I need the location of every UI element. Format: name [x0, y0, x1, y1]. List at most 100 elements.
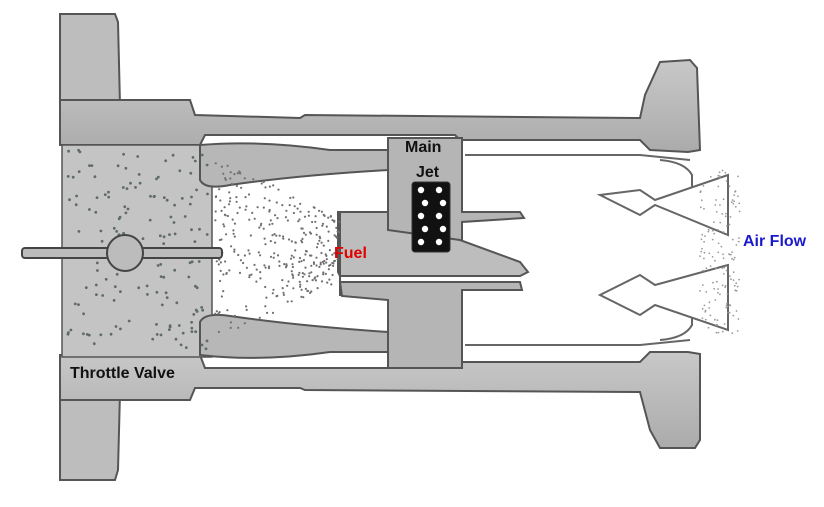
- fuel-droplet: [159, 333, 163, 337]
- fuel-droplet: [164, 159, 168, 163]
- fuel-droplet: [329, 215, 332, 218]
- air-particle: [732, 279, 735, 281]
- fuel-droplet: [294, 241, 297, 244]
- air-particle: [700, 250, 703, 253]
- fuel-droplet: [137, 173, 141, 176]
- air-particle: [719, 293, 721, 296]
- air-particle: [733, 200, 735, 203]
- fuel-droplet: [263, 237, 266, 240]
- fuel-droplet: [217, 330, 220, 333]
- fuel-droplet: [264, 285, 267, 289]
- fuel-droplet: [325, 258, 328, 261]
- air-particle: [721, 169, 724, 172]
- fuel-droplet: [165, 198, 169, 202]
- fuel-droplet: [292, 196, 295, 199]
- air-particle: [719, 177, 721, 179]
- fuel-droplet: [229, 197, 232, 200]
- fuel-droplet: [247, 193, 251, 196]
- jet-orifice-dot: [417, 238, 425, 246]
- fuel-droplet: [205, 339, 209, 343]
- fuel-droplet: [155, 177, 158, 181]
- fuel-droplet: [331, 261, 334, 265]
- venturi-upper-lip: [199, 142, 389, 188]
- jet-orifice-dot: [435, 186, 443, 194]
- fuel-droplet: [325, 225, 328, 228]
- fuel-droplet: [253, 263, 256, 266]
- fuel-droplet: [258, 226, 261, 229]
- fuel-droplet: [316, 287, 319, 290]
- fuel-droplet: [127, 319, 131, 323]
- fuel-droplet: [71, 175, 75, 179]
- fuel-droplet: [329, 263, 332, 266]
- fuel-droplet: [276, 254, 280, 257]
- air-particle: [733, 284, 736, 287]
- jet-orifice-dot: [421, 199, 429, 207]
- fuel-droplet: [304, 233, 307, 236]
- fuel-droplet: [113, 285, 117, 288]
- jet-orifice-dot: [439, 225, 447, 233]
- fuel-droplet: [259, 224, 262, 227]
- fuel-droplet: [204, 347, 208, 351]
- fuel-droplet: [66, 175, 70, 178]
- fuel-droplet: [219, 199, 222, 202]
- fuel-droplet: [291, 273, 294, 276]
- air-particle: [723, 323, 726, 325]
- fuel-droplet: [158, 234, 162, 238]
- fuel-droplet: [225, 272, 228, 275]
- fuel-droplet: [248, 218, 251, 221]
- air-particle: [715, 211, 718, 213]
- fuel-droplet: [248, 252, 251, 255]
- fuel-droplet: [238, 206, 241, 209]
- fuel-droplet: [336, 258, 339, 261]
- fuel-droplet: [68, 198, 71, 202]
- fuel-droplet: [306, 280, 309, 283]
- air-particle: [707, 228, 710, 231]
- fuel-droplet: [149, 194, 152, 198]
- fuel-droplet: [314, 220, 317, 223]
- fuel-droplet: [319, 263, 322, 266]
- fuel-droplet: [173, 268, 177, 272]
- fuel-droplet: [119, 290, 122, 293]
- fuel-droplet: [315, 246, 319, 249]
- fuel-droplet: [271, 292, 274, 295]
- air-particle: [729, 304, 732, 307]
- fuel-droplet: [238, 271, 242, 274]
- fuel-droplet: [230, 245, 233, 248]
- fuel-droplet: [264, 186, 267, 189]
- air-particle: [731, 238, 734, 241]
- fuel-droplet: [263, 264, 266, 267]
- fuel-droplet: [151, 337, 155, 341]
- fuel-droplet: [82, 312, 85, 316]
- fuel-droplet: [278, 260, 281, 263]
- fuel-droplet: [162, 242, 166, 246]
- fuel-droplet: [200, 306, 204, 309]
- fuel-droplet: [322, 271, 325, 274]
- fuel-droplet: [298, 271, 301, 274]
- fuel-droplet: [338, 220, 341, 223]
- air-particle: [738, 210, 741, 213]
- fuel-droplet: [236, 172, 239, 175]
- air-particle: [722, 273, 725, 275]
- air-particle: [725, 212, 727, 215]
- fuel-droplet: [215, 310, 218, 313]
- fuel-droplet: [314, 215, 317, 218]
- fuel-droplet: [338, 251, 341, 254]
- fuel-droplet: [201, 308, 205, 312]
- fuel-droplet: [266, 311, 269, 314]
- air-particle: [699, 191, 702, 194]
- fuel-droplet: [239, 172, 242, 175]
- air-particle: [738, 278, 740, 281]
- fuel-droplet: [200, 343, 204, 347]
- fuel-droplet: [168, 328, 171, 331]
- fuel-droplet: [332, 264, 335, 267]
- fuel-droplet: [162, 275, 166, 279]
- fuel-droplet: [245, 205, 248, 208]
- fuel-droplet: [271, 234, 274, 237]
- fuel-droplet: [286, 300, 289, 303]
- fuel-droplet: [78, 150, 82, 154]
- air-particle: [713, 221, 715, 224]
- fuel-droplet: [121, 186, 125, 189]
- fuel-droplet: [277, 188, 280, 191]
- fuel-droplet: [291, 265, 294, 269]
- fuel-droplet: [326, 281, 329, 284]
